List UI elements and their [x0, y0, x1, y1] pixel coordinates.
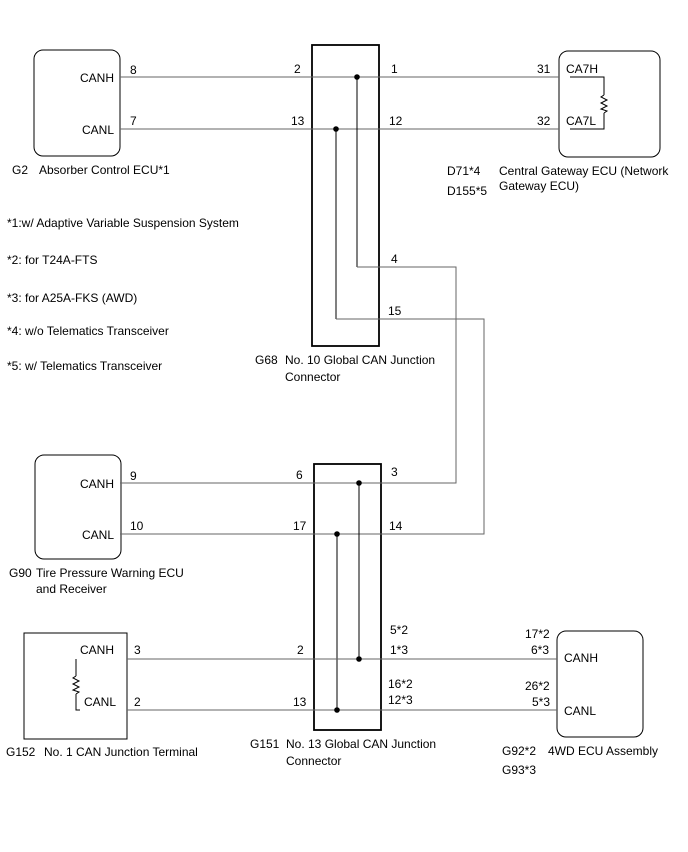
g151-pin: 13	[293, 695, 307, 709]
terminal-name: No. 1 CAN Junction Terminal	[44, 745, 198, 759]
g68-pin: 15	[388, 304, 402, 318]
g151-pin: 6	[296, 468, 303, 482]
junction-dot	[356, 656, 362, 662]
note-2: *2: for T24A-FTS	[7, 253, 97, 267]
g68-pin: 12	[389, 114, 403, 128]
note-4: *4: w/o Telematics Transceiver	[7, 324, 169, 338]
awd-pin: 26*2	[525, 679, 550, 693]
tire-canl-label: CANL	[82, 528, 114, 542]
g151-name-line2: Connector	[286, 754, 341, 768]
junction-dot	[334, 531, 340, 537]
awd-canh-label: CANH	[564, 651, 598, 665]
junction-dot	[354, 74, 360, 80]
gateway-code-1: D71*4	[447, 164, 481, 178]
tire-pin-l: 10	[130, 519, 144, 533]
awd-name: 4WD ECU Assembly	[548, 744, 658, 758]
terminal-canh-label: CANH	[80, 643, 114, 657]
absorber-ecu-box	[33, 49, 121, 157]
g68-pin: 1	[391, 62, 398, 76]
g151-connector-box	[313, 463, 382, 731]
tire-code: G90	[9, 566, 32, 580]
gateway-pin-l: 32	[537, 114, 551, 128]
g151-pin: 16*2	[388, 677, 413, 691]
g68-pin: 4	[391, 252, 398, 266]
g151-code: G151	[250, 737, 280, 751]
g151-pin: 14	[389, 519, 403, 533]
g68-code: G68	[255, 353, 278, 367]
g68-pin: 13	[291, 114, 305, 128]
terminal-resistor-icon	[71, 675, 81, 695]
g68-connector-box	[311, 44, 380, 347]
junction-dot	[333, 126, 339, 132]
gateway-code-2: D155*5	[447, 184, 487, 198]
tire-pin-h: 9	[130, 469, 137, 483]
gateway-name-line2: Gateway ECU)	[499, 179, 579, 193]
terminal-code: G152	[6, 745, 36, 759]
absorber-pin-h: 8	[130, 63, 137, 77]
junction-dot	[356, 480, 362, 486]
gateway-ecu-box	[558, 50, 661, 158]
gateway-term-wire-top	[570, 76, 605, 95]
g68-name-line1: No. 10 Global CAN Junction	[285, 353, 435, 367]
junction-terminal-box	[23, 632, 128, 740]
absorber-pin-l: 7	[130, 114, 137, 128]
note-3: *3: for A25A-FKS (AWD)	[7, 291, 137, 305]
g151-pin: 3	[391, 465, 398, 479]
wire-branch-canl	[120, 318, 485, 535]
gateway-pin-h: 31	[537, 62, 551, 76]
junction-dot	[334, 707, 340, 713]
wire-branch-canh	[120, 266, 457, 484]
gateway-term-wire-bot	[570, 113, 605, 130]
awd-code-2: G93*3	[502, 763, 536, 777]
g151-pin: 1*3	[390, 643, 408, 657]
terminal-canl-label: CANL	[84, 695, 116, 709]
awd-code-1: G92*2	[502, 744, 536, 758]
terminal-pin-h: 3	[134, 643, 141, 657]
note-5: *5: w/ Telematics Transceiver	[7, 359, 162, 373]
absorber-canh-label: CANH	[80, 71, 114, 85]
awd-pin: 17*2	[525, 627, 550, 641]
absorber-canl-label: CANL	[82, 123, 114, 137]
absorber-code: G2	[12, 163, 28, 177]
gateway-name-line1: Central Gateway ECU (Network	[499, 164, 669, 178]
g151-pin: 5*2	[390, 623, 408, 637]
terminal-pin-l: 2	[134, 695, 141, 709]
g68-name-line2: Connector	[285, 370, 340, 384]
tire-canh-label: CANH	[80, 477, 114, 491]
awd-pin: 5*3	[532, 695, 550, 709]
gateway-canh-label: CA7H	[566, 62, 598, 76]
g68-pin: 2	[294, 62, 301, 76]
tire-name-line2: and Receiver	[36, 582, 107, 596]
awd-ecu-box	[556, 630, 644, 738]
note-1: *1:w/ Adaptive Variable Suspension Syste…	[7, 216, 239, 230]
g151-name-line1: No. 13 Global CAN Junction	[286, 737, 436, 751]
g151-pin: 2	[297, 643, 304, 657]
awd-canl-label: CANL	[564, 704, 596, 718]
tire-ecu-box	[34, 454, 122, 560]
awd-pin: 6*3	[531, 643, 549, 657]
g151-pin: 17	[293, 519, 307, 533]
gateway-resistor-icon	[599, 94, 609, 114]
tire-name-line1: Tire Pressure Warning ECU	[36, 566, 184, 580]
absorber-name: Absorber Control ECU*1	[39, 163, 170, 177]
g151-pin: 12*3	[388, 693, 413, 707]
gateway-canl-label: CA7L	[566, 114, 596, 128]
terminal-term-wire-bot	[75, 694, 80, 711]
